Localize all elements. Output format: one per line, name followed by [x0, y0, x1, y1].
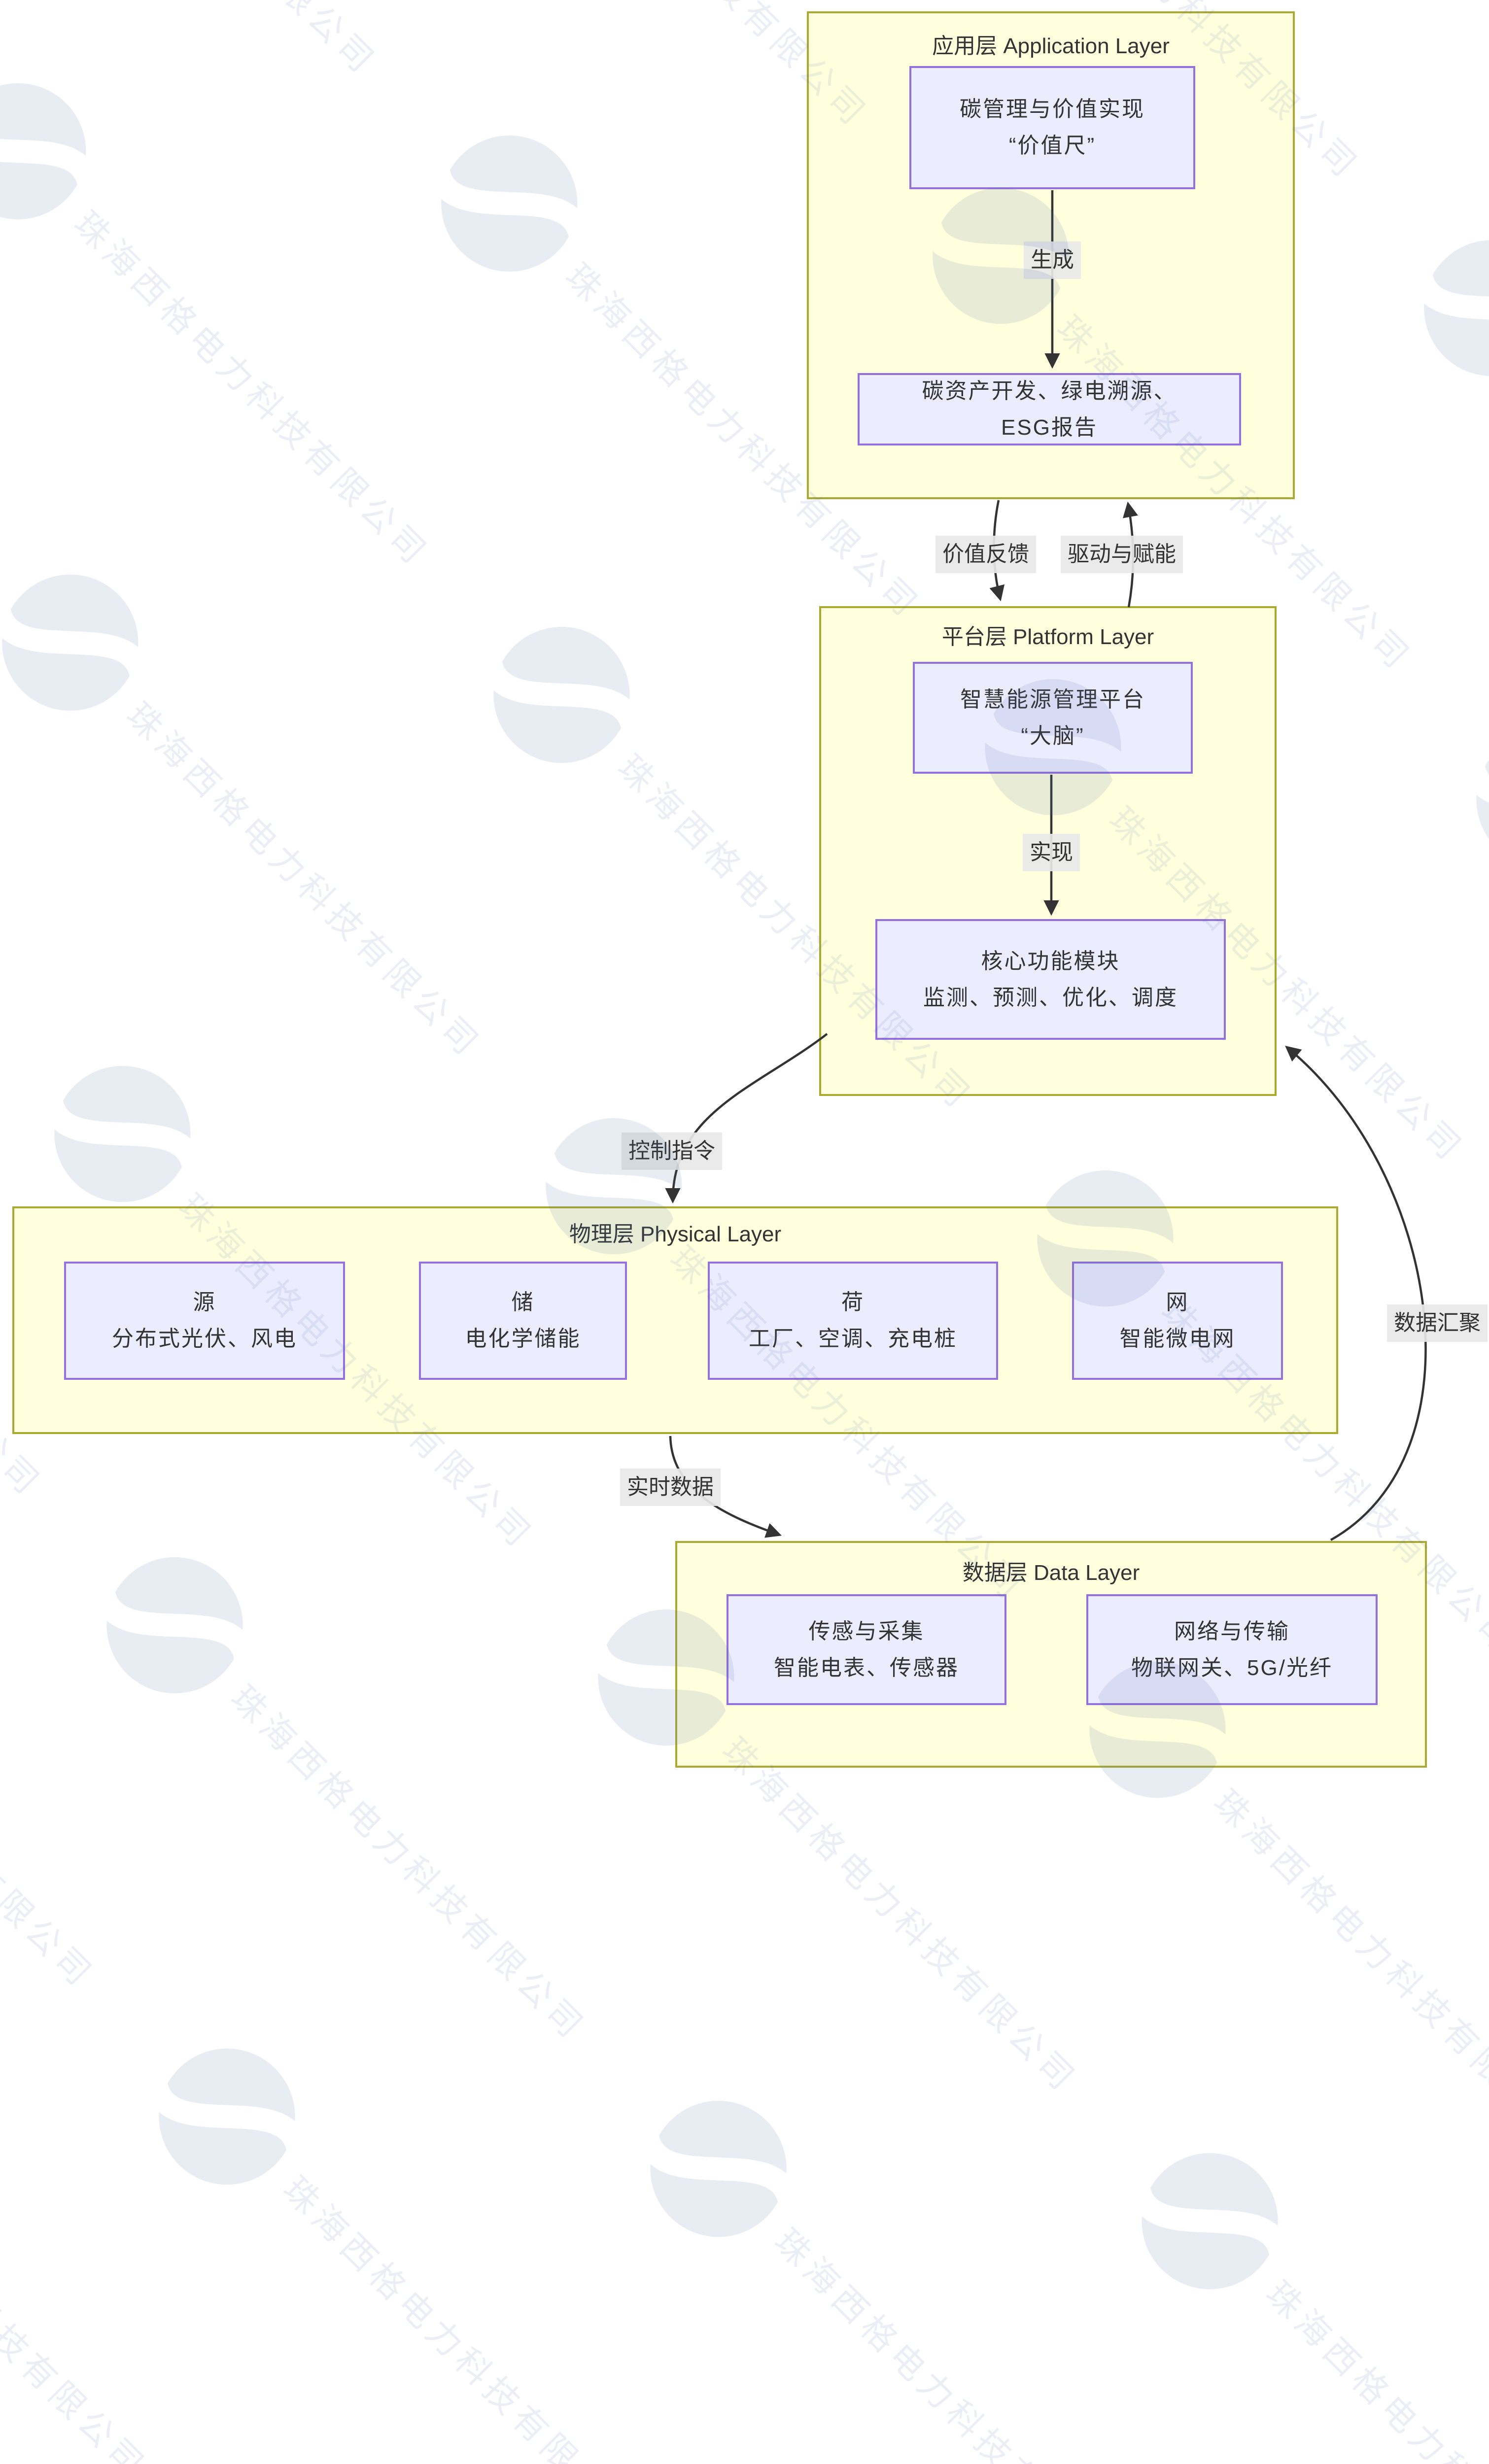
edge-control-cmd — [665, 1033, 828, 1204]
node-load-line2: 工厂、空调、充电桩 — [749, 1327, 957, 1351]
node-energy-platform: 智慧能源管理平台 “大脑” — [913, 662, 1193, 774]
node-carbon-mgmt-line1: 碳管理与价值实现 — [960, 97, 1145, 121]
label-drive-empower: 驱动与赋能 — [1061, 536, 1183, 573]
watermark-company-text: 珠海西格电力科技有限公司 — [767, 2222, 1138, 2464]
node-grid-line2: 智能微电网 — [1119, 1327, 1236, 1351]
watermark-tile: 珠海西格电力科技有限公司 — [0, 1967, 192, 2464]
node-network-line2: 物联网关、5G/光纤 — [1131, 1655, 1333, 1680]
node-source-line1: 源 — [193, 1290, 216, 1314]
node-load-line1: 荷 — [841, 1290, 865, 1314]
node-carbon-mgmt: 碳管理与价值实现 “价值尺” — [909, 66, 1195, 189]
watermark-company-text: 珠海西格电力科技有限公司 — [715, 1730, 1085, 2101]
watermark-tile: 珠海西格电力科技有限公司 — [621, 2071, 1175, 2464]
watermark-company-text: 珠海西格电力科技有限公司 — [276, 2169, 646, 2464]
label-realize: 实现 — [1023, 834, 1080, 871]
node-sensing: 传感与采集 智能电表、传感器 — [727, 1594, 1006, 1705]
node-energy-platform-line2: “大脑” — [1021, 723, 1085, 748]
application-layer-title: 应用层 Application Layer — [932, 34, 1170, 58]
label-data-agg: 数据汇聚 — [1387, 1304, 1488, 1342]
label-realtime-data: 实时数据 — [620, 1469, 721, 1506]
watermark-company-text: 珠海西格电力科技有限公司 — [0, 2117, 155, 2464]
company-logo-icon — [1142, 2153, 1278, 2290]
watermark-tile: 珠海西格电力科技有限公司 — [1112, 2123, 1489, 2464]
node-grid-line1: 网 — [1166, 1290, 1189, 1314]
node-source: 源 分布式光伏、风电 — [64, 1262, 345, 1380]
node-storage-line1: 储 — [511, 1290, 535, 1314]
node-storage: 储 电化学储能 — [419, 1262, 627, 1380]
node-carbon-asset-line2: ESG报告 — [1001, 415, 1098, 440]
node-network-line1: 网络与传输 — [1174, 1619, 1290, 1643]
edge-data-agg — [1285, 1045, 1427, 1541]
node-load: 荷 工厂、空调、充电桩 — [708, 1262, 998, 1380]
node-storage-line2: 电化学储能 — [465, 1327, 581, 1351]
node-sensing-line1: 传感与采集 — [808, 1619, 925, 1643]
watermark-company-text: 珠海西格电力科技有限公司 — [1206, 1782, 1489, 2153]
node-core-modules-line2: 监测、预测、优化、调度 — [923, 985, 1178, 1010]
node-carbon-asset-line1: 碳资产开发、绿电溯源、 — [922, 378, 1177, 403]
node-carbon-asset: 碳资产开发、绿电溯源、 ESG报告 — [858, 373, 1241, 445]
platform-layer-title: 平台层 Platform Layer — [941, 625, 1154, 649]
physical-layer-title: 物理层 Physical Layer — [569, 1222, 782, 1246]
company-logo-icon — [159, 2048, 295, 2185]
node-source-line2: 分布式光伏、风电 — [112, 1327, 297, 1351]
watermark-tile: 珠海西格电力科技有限公司 — [130, 2019, 684, 2464]
edges-canvas — [665, 190, 1427, 1541]
company-logo-icon — [650, 2101, 787, 2237]
label-control-cmd: 控制指令 — [622, 1132, 722, 1170]
label-generate: 生成 — [1024, 241, 1081, 279]
node-grid: 网 智能微电网 — [1072, 1262, 1283, 1380]
node-network: 网络与传输 物联网关、5G/光纤 — [1086, 1594, 1378, 1705]
label-value-feedback: 价值反馈 — [935, 536, 1036, 573]
node-core-modules-line1: 核心功能模块 — [981, 949, 1120, 973]
node-energy-platform-line1: 智慧能源管理平台 — [960, 687, 1145, 712]
node-core-modules: 核心功能模块 监测、预测、优化、调度 — [875, 919, 1226, 1040]
watermark-company-text: 珠海西格电力科技有限公司 — [1258, 2274, 1489, 2464]
node-carbon-mgmt-line2: “价值尺” — [1008, 134, 1096, 158]
data-layer-title: 数据层 Data Layer — [962, 1561, 1140, 1585]
node-sensing-line2: 智能电表、传感器 — [774, 1655, 959, 1680]
watermark-tile: 珠海西格电力科技有限公司 — [0, 2458, 244, 2464]
